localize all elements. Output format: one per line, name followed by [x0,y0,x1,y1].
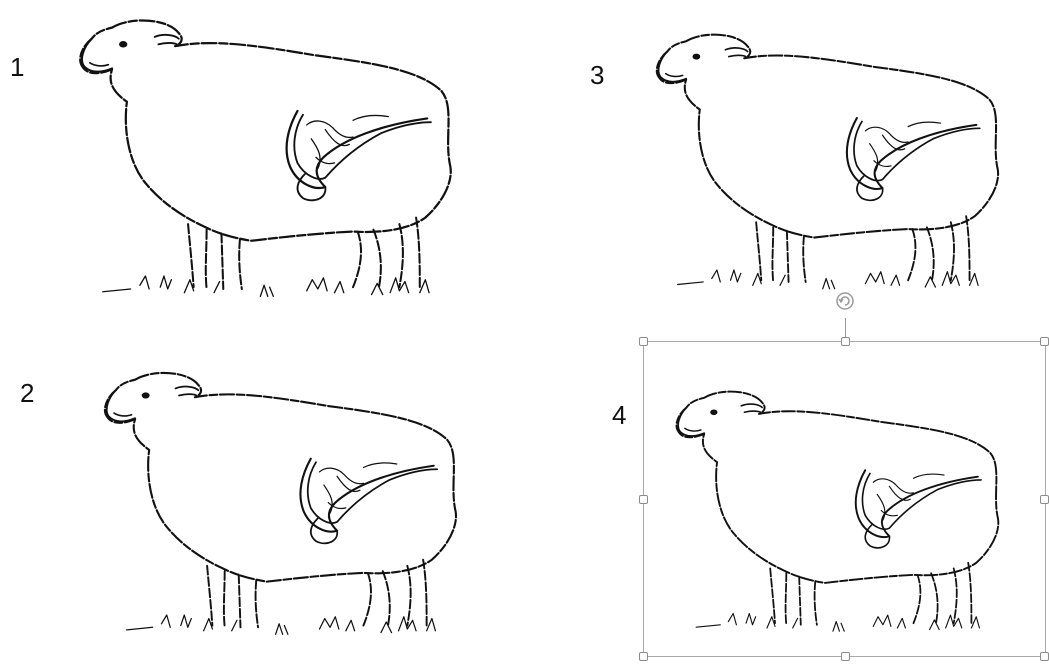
resize-handle-bottom-left[interactable] [639,652,648,661]
resize-handle-top-left[interactable] [639,337,648,346]
resize-handle-top-right[interactable] [1040,337,1049,346]
panel-number-2: 2 [20,378,34,409]
resize-handle-middle-right[interactable] [1040,495,1049,504]
resize-handle-bottom-middle[interactable] [841,652,850,661]
resize-handle-bottom-right[interactable] [1040,652,1049,661]
sheep-illustration-2 [100,352,460,662]
sheep-illustration-3 [652,20,1002,310]
sheep-illustration-4 [672,372,1002,657]
rotate-handle-icon[interactable] [834,290,856,312]
panel-number-4: 4 [612,400,626,431]
panel-number-1: 1 [10,52,24,83]
sheep-illustration-1 [75,12,455,312]
resize-handle-middle-left[interactable] [639,495,648,504]
resize-handle-top-middle[interactable] [841,337,850,346]
panel-number-3: 3 [590,60,604,91]
